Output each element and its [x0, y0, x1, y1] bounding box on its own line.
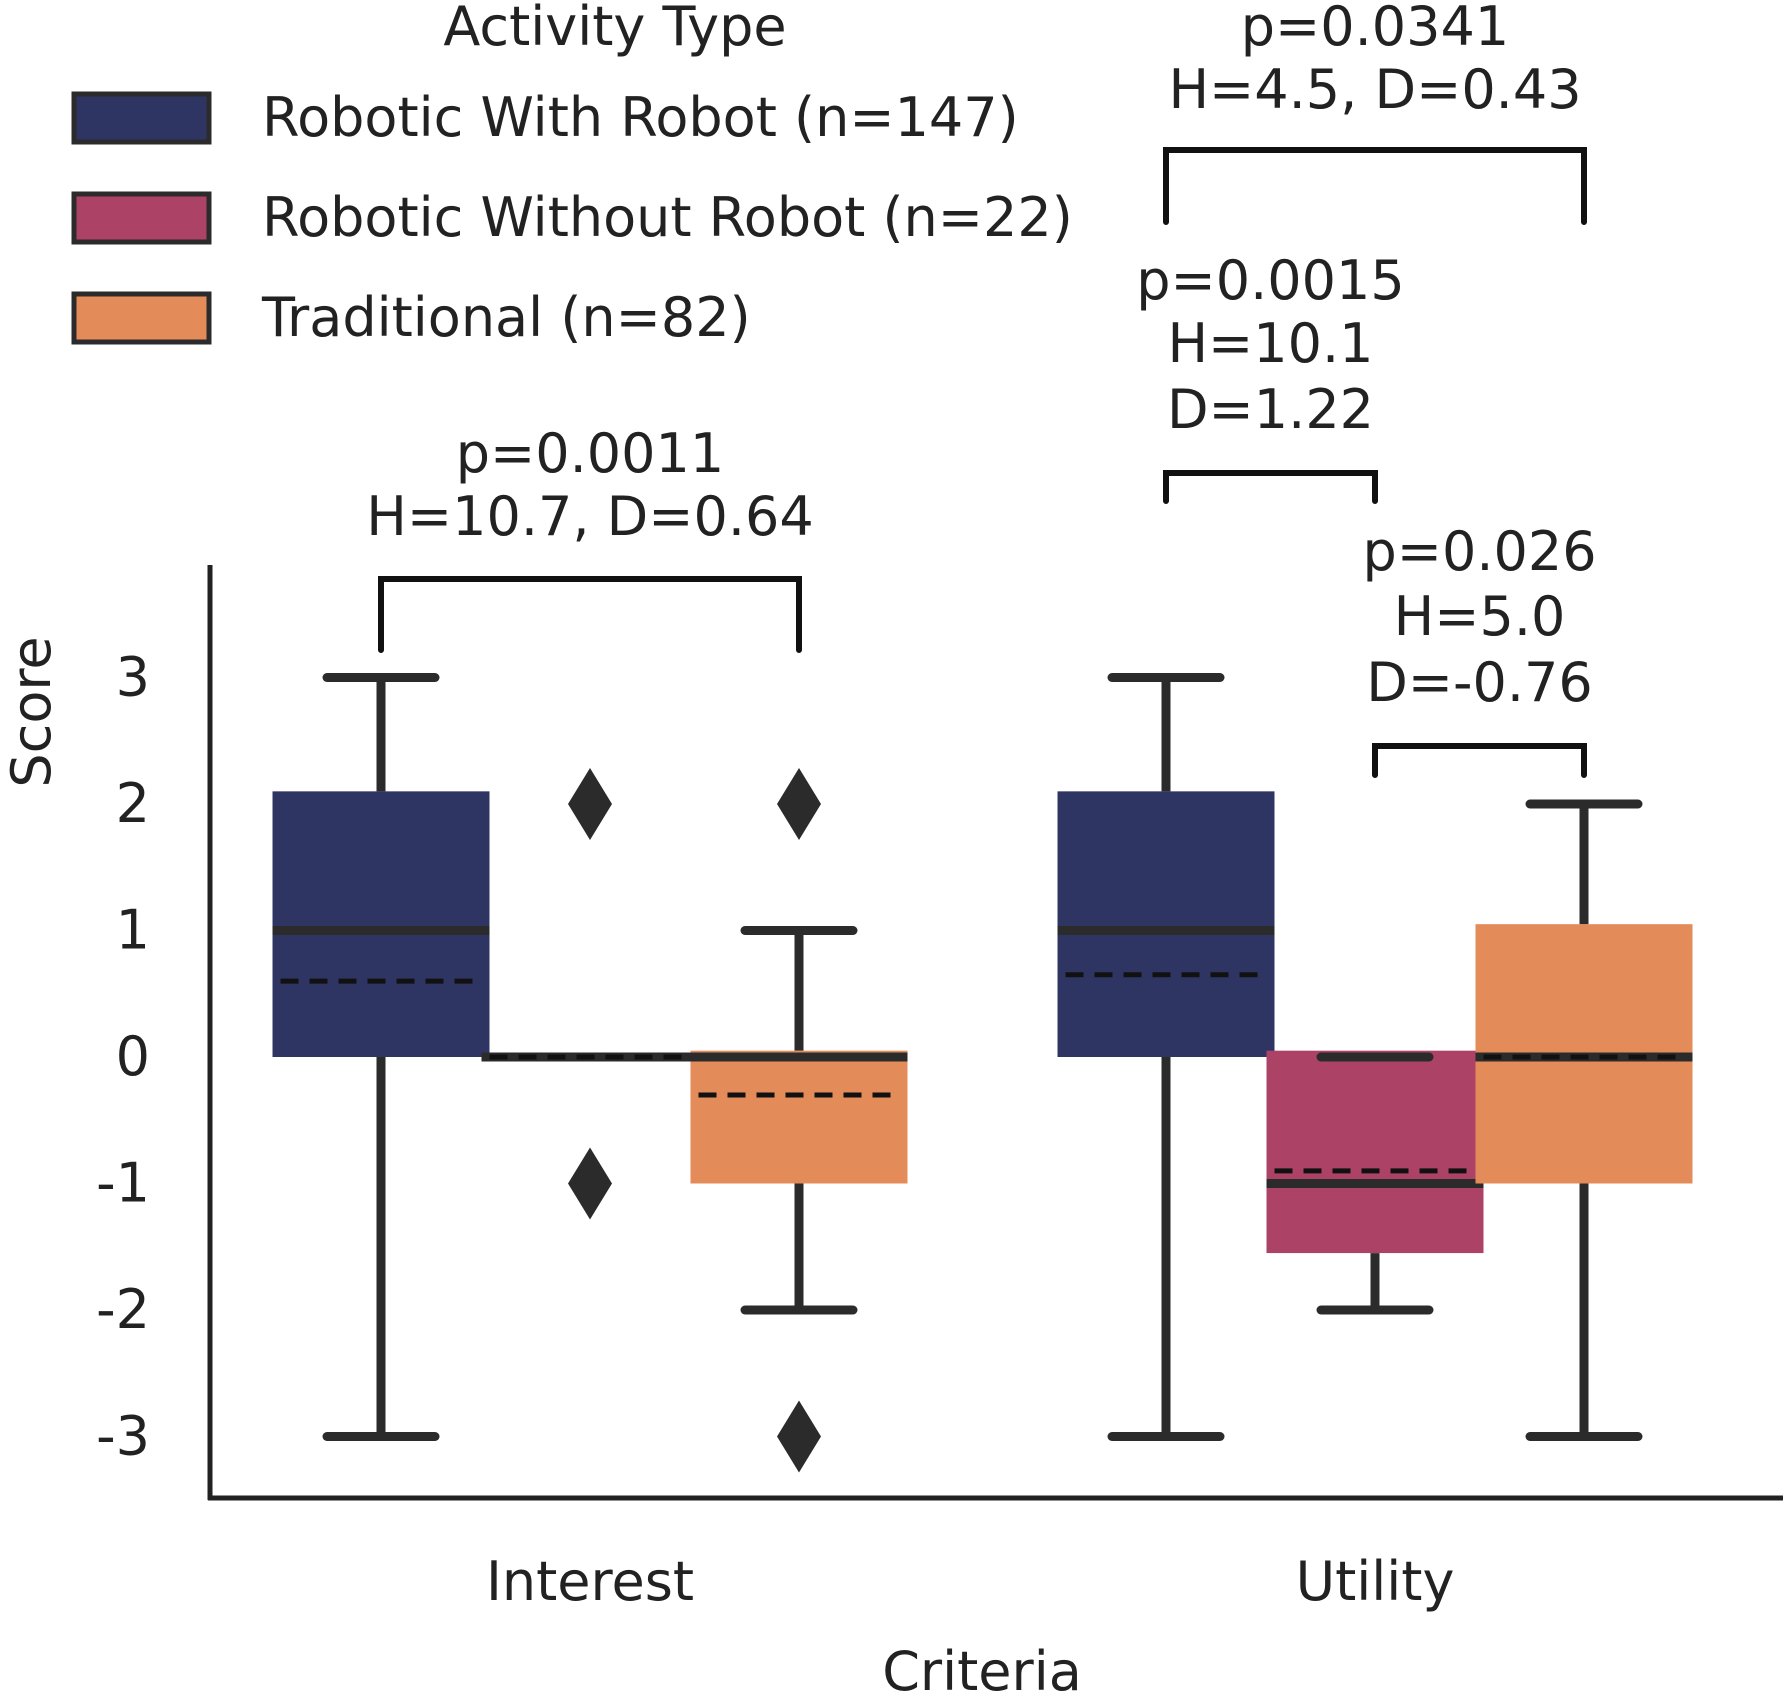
box-body: [272, 791, 490, 1057]
box-2-0: [690, 768, 908, 1473]
annotation-text: p=0.026: [1362, 520, 1596, 583]
y-axis-label: Score: [0, 636, 63, 787]
box-1-0: [481, 768, 699, 1220]
legend-entry: Robotic With Robot (n=147): [71, 86, 1019, 149]
y-tick-label: -2: [96, 1278, 150, 1341]
box-0-1: [1057, 673, 1275, 1441]
legend: Activity Type Robotic With Robot (n=147)…: [71, 0, 1073, 349]
legend-entry: Robotic Without Robot (n=22): [71, 186, 1073, 249]
annotation-text: H=5.0: [1394, 585, 1566, 648]
significance-bracket: [1163, 470, 1378, 504]
outlier-marker: [777, 768, 821, 840]
legend-label: Robotic Without Robot (n=22): [262, 186, 1073, 249]
legend-title: Activity Type: [443, 0, 786, 58]
annotation-text: H=4.5, D=0.43: [1168, 58, 1581, 121]
box-body: [1057, 791, 1275, 1057]
annotation-text: p=0.0015: [1136, 249, 1404, 312]
outlier-marker: [568, 768, 612, 840]
box-body: [1266, 1050, 1484, 1254]
outlier-marker: [568, 1147, 612, 1220]
significance-bracket: [1163, 147, 1587, 225]
annotation-text: D=-0.76: [1366, 651, 1593, 714]
legend-entry: Traditional (n=82): [71, 286, 751, 349]
box-body: [690, 1050, 908, 1184]
legend-label: Robotic With Robot (n=147): [262, 86, 1019, 149]
box-1-1: [1266, 1050, 1484, 1315]
axes: [207, 565, 1783, 1501]
significance-bracket: [378, 576, 802, 653]
legend-swatch: [71, 191, 212, 245]
annotation-text: D=1.22: [1167, 378, 1374, 441]
y-tick-labels: 3 2 1 0 -1 -2 -3: [96, 646, 150, 1468]
x-axis-label: Criteria: [882, 1640, 1082, 1693]
x-tick-label: Utility: [1296, 1550, 1455, 1613]
legend-swatch: [71, 291, 212, 345]
y-tick-label: 1: [116, 899, 150, 962]
outlier-marker: [777, 1400, 821, 1473]
box-0-0: [272, 673, 490, 1441]
annotation-text: p=0.0341: [1241, 0, 1509, 58]
y-tick-label: -3: [96, 1405, 150, 1468]
box-2-1: [1475, 799, 1693, 1441]
y-tick-label: -1: [96, 1152, 150, 1215]
annotation-text: H=10.1: [1167, 312, 1373, 375]
y-tick-label: 0: [116, 1025, 150, 1088]
legend-label: Traditional (n=82): [261, 286, 751, 349]
y-tick-label: 3: [116, 646, 150, 709]
box-groups: [272, 673, 1693, 1473]
significance-bracket: [1372, 743, 1587, 778]
x-tick-labels: Interest Utility: [486, 1550, 1454, 1613]
annotation-text: H=10.7, D=0.64: [366, 485, 813, 548]
annotation-text: p=0.0011: [456, 422, 724, 485]
legend-swatch: [71, 91, 212, 145]
x-tick-label: Interest: [486, 1550, 694, 1613]
y-tick-label: 2: [116, 772, 150, 835]
